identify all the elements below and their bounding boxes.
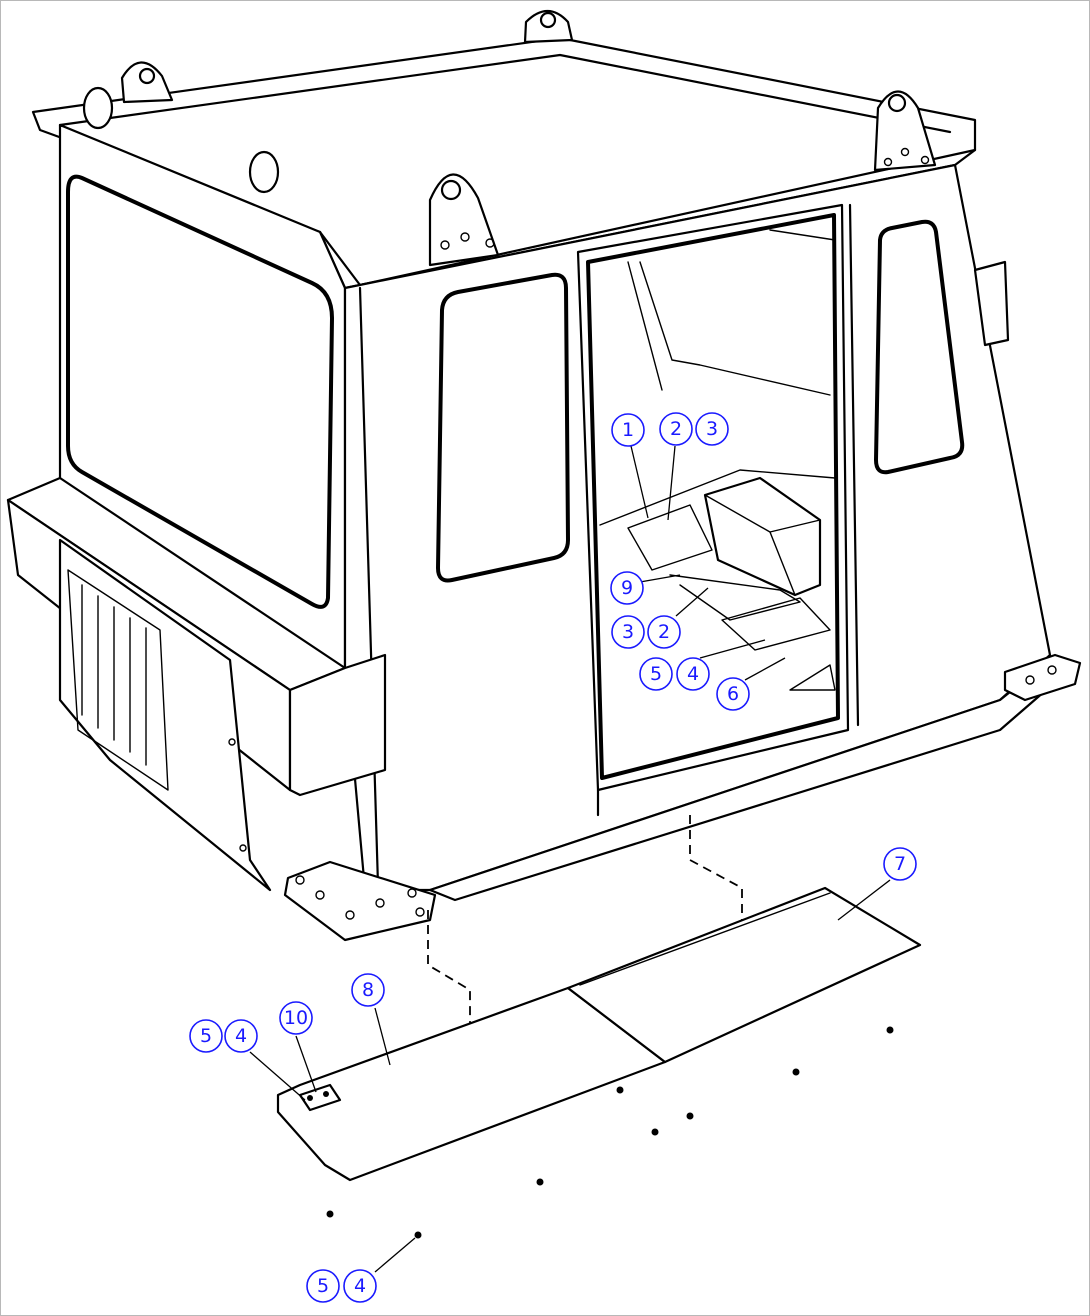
lift-eye-front-right bbox=[873, 90, 937, 172]
callout-4-panel: 4 bbox=[224, 1019, 258, 1053]
lift-eye-rear-right bbox=[523, 9, 574, 44]
roof-lamp-front bbox=[248, 150, 280, 194]
alignment-line-left bbox=[427, 910, 471, 1080]
cab-right-window bbox=[874, 219, 965, 475]
svg-text:2: 2 bbox=[658, 621, 670, 643]
callout-4: 4 bbox=[676, 657, 710, 691]
svg-text:7: 7 bbox=[894, 853, 906, 875]
callout-2-lower: 2 bbox=[647, 615, 681, 649]
floor-cover-panel-7 bbox=[566, 886, 922, 1064]
floor-plate-lower bbox=[721, 597, 831, 651]
callout-3: 3 bbox=[695, 412, 729, 446]
lift-eye-rear-left bbox=[120, 61, 174, 104]
alignment-line-right bbox=[689, 815, 743, 975]
access-plate bbox=[298, 1083, 342, 1112]
svg-text:2: 2 bbox=[670, 418, 682, 440]
callout-5: 5 bbox=[639, 657, 673, 691]
side-grille bbox=[67, 569, 169, 791]
floor-plate-middle bbox=[669, 574, 801, 621]
callout-5-panel: 5 bbox=[189, 1019, 223, 1053]
lift-eye-front-left bbox=[428, 173, 500, 267]
svg-text:4: 4 bbox=[687, 663, 699, 685]
svg-text:6: 6 bbox=[727, 683, 739, 705]
svg-text:10: 10 bbox=[284, 1007, 308, 1029]
floor-cover-panel-8 bbox=[276, 986, 667, 1182]
svg-text:5: 5 bbox=[317, 1275, 329, 1297]
callout-1: 1 bbox=[611, 413, 645, 447]
cab-front-window bbox=[436, 272, 570, 583]
loose-bolts bbox=[326, 1026, 894, 1239]
callout-4-bottom: 4 bbox=[343, 1269, 377, 1303]
side-lower-panel bbox=[58, 538, 272, 892]
svg-text:8: 8 bbox=[362, 979, 374, 1001]
roof-lamp-left bbox=[82, 86, 114, 130]
callout-8: 8 bbox=[351, 973, 385, 1007]
cab-body bbox=[6, 9, 1082, 942]
svg-text:3: 3 bbox=[706, 418, 718, 440]
svg-text:5: 5 bbox=[650, 663, 662, 685]
callout-3-lower: 3 bbox=[611, 615, 645, 649]
svg-text:4: 4 bbox=[235, 1025, 247, 1047]
leader-lines bbox=[249, 445, 891, 1273]
svg-text:3: 3 bbox=[622, 621, 634, 643]
callout-7: 7 bbox=[883, 847, 917, 881]
callout-6: 6 bbox=[716, 677, 750, 711]
callout-9: 9 bbox=[610, 571, 644, 605]
svg-text:5: 5 bbox=[200, 1025, 212, 1047]
left-mount-pad bbox=[283, 860, 437, 942]
callout-10: 10 bbox=[279, 1001, 313, 1035]
callout-2: 2 bbox=[659, 412, 693, 446]
svg-text:9: 9 bbox=[621, 577, 633, 599]
cab-left-window bbox=[66, 174, 334, 609]
right-mount-pad bbox=[1003, 653, 1082, 702]
svg-text:1: 1 bbox=[622, 419, 634, 441]
callout-5-bottom: 5 bbox=[306, 1269, 340, 1303]
svg-text:4: 4 bbox=[354, 1275, 366, 1297]
